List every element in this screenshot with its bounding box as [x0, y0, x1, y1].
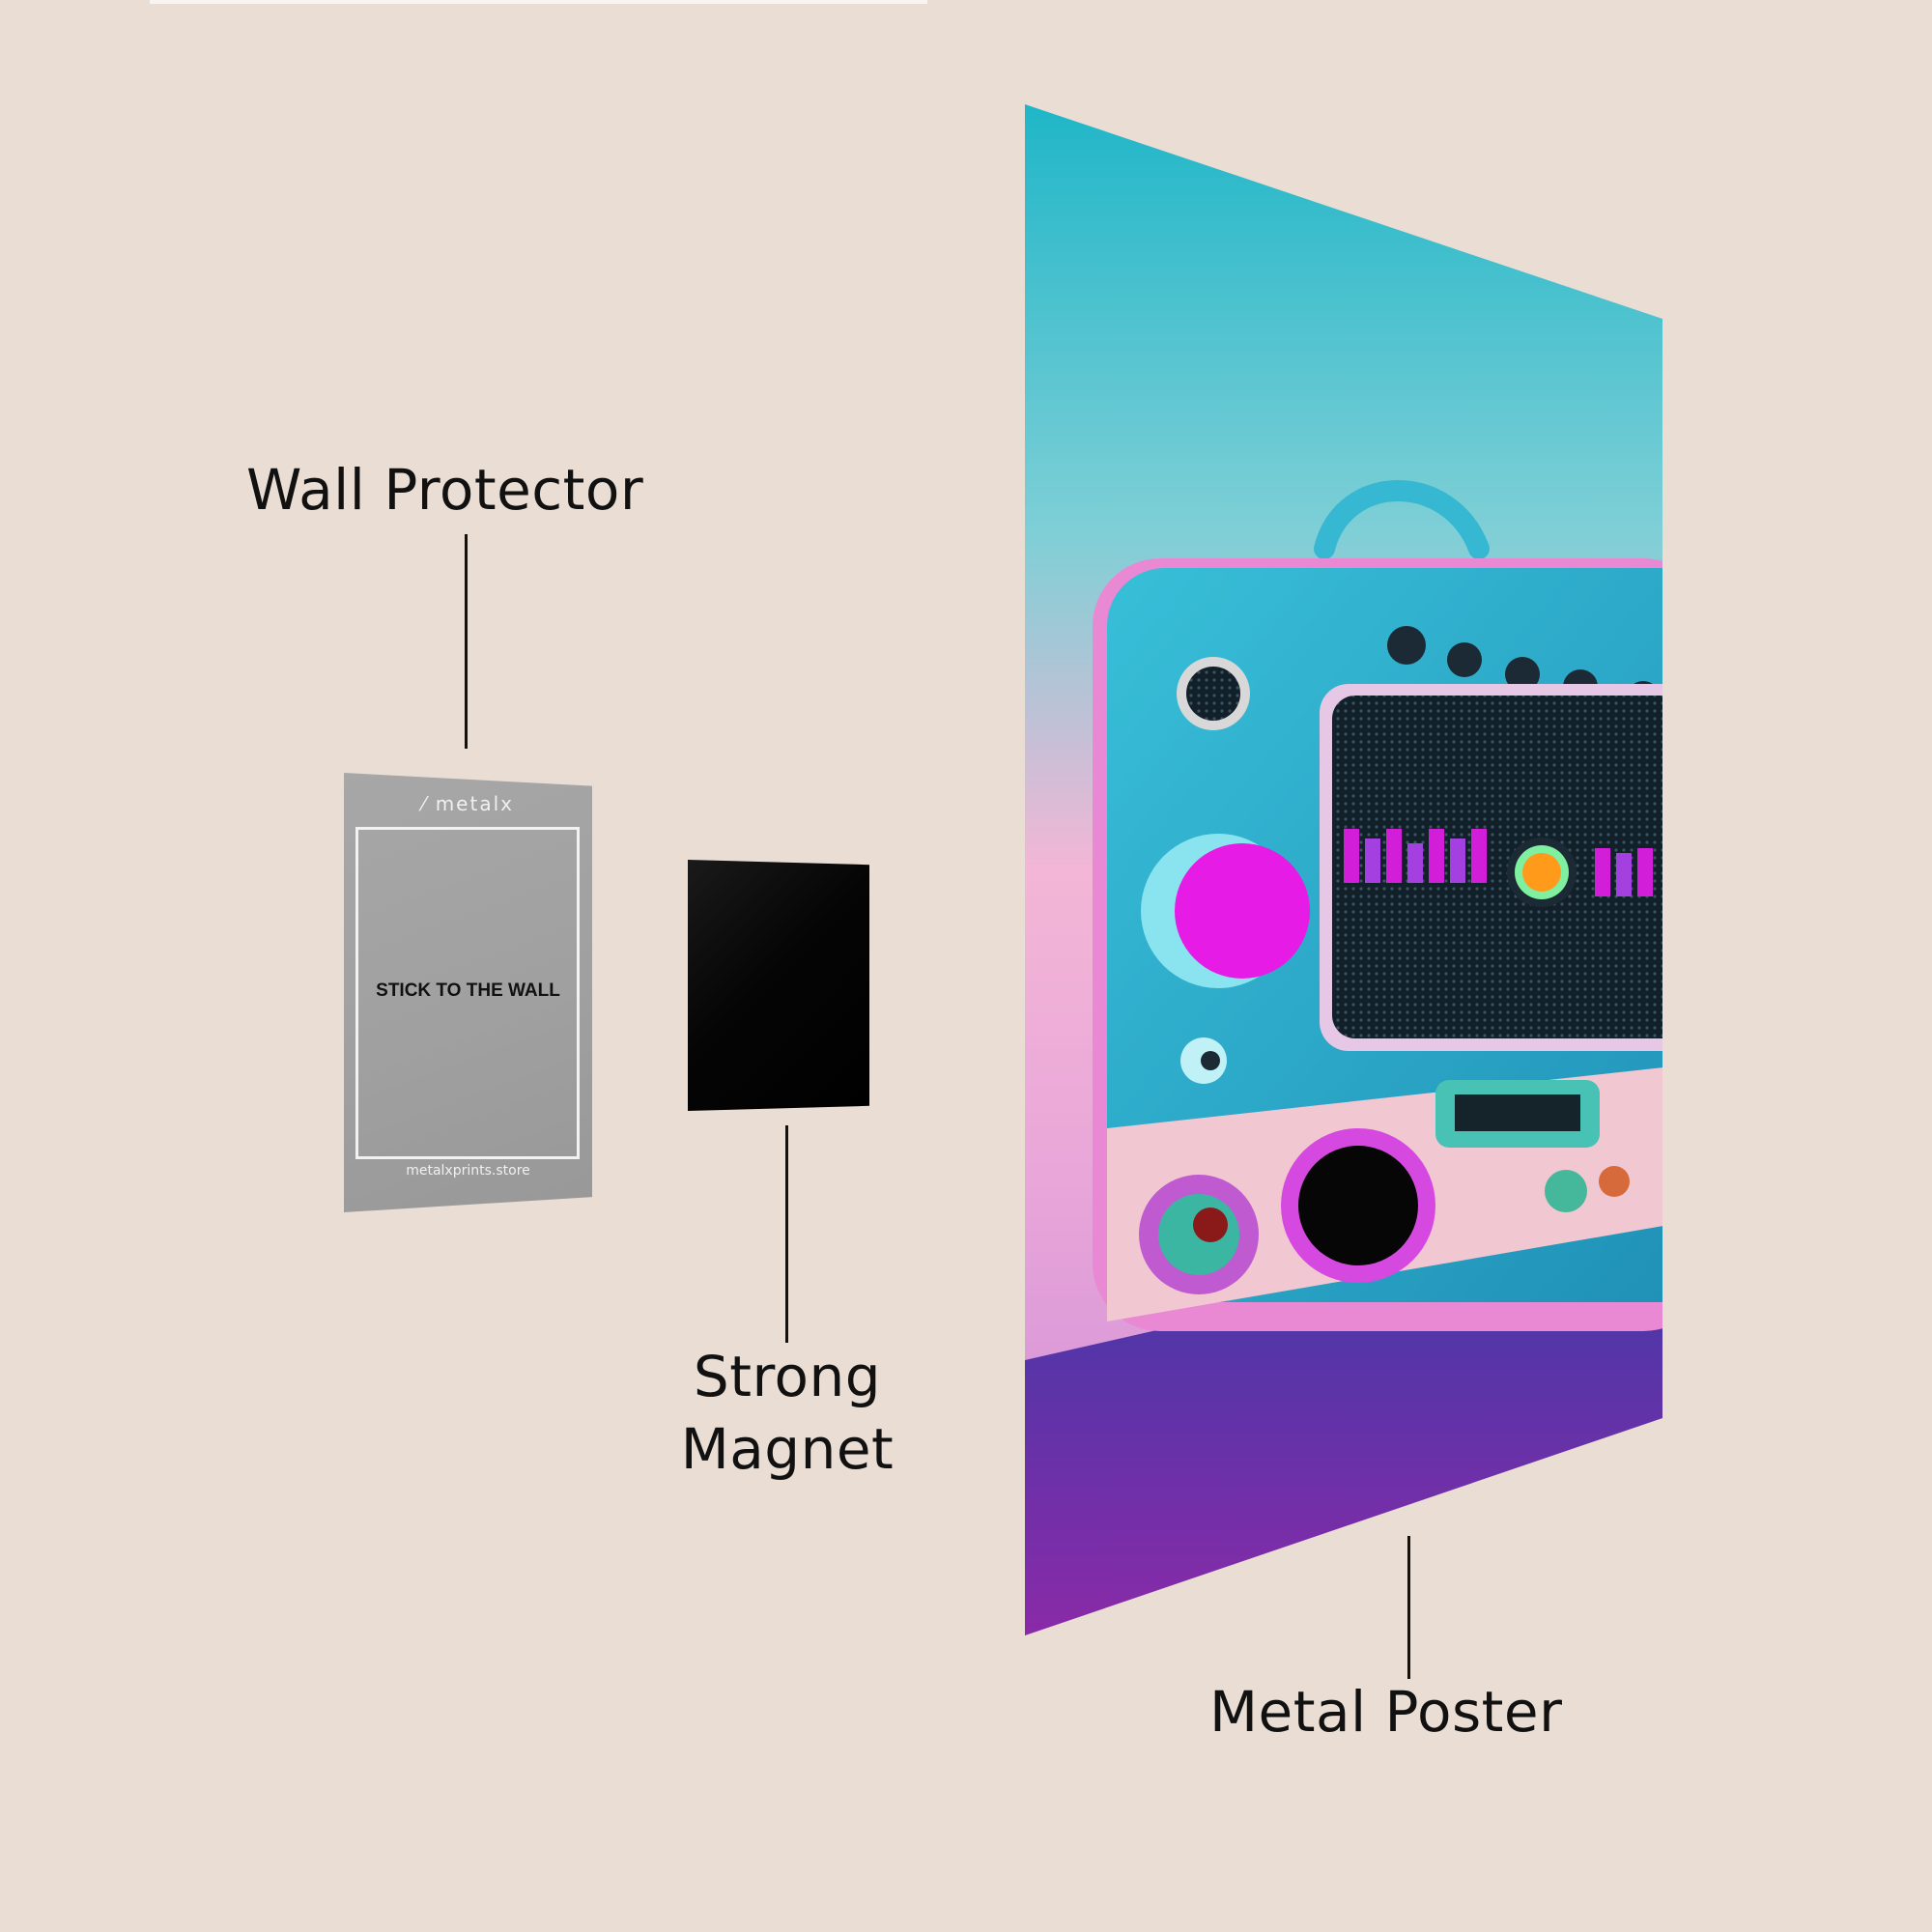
- website-text: metalxprints.store: [406, 1163, 530, 1179]
- metalx-logo-text: metalx: [435, 792, 514, 815]
- stick-to-wall-text: STICK TO THE WALL: [376, 980, 560, 1001]
- strong-magnet-label: Strong Magnet: [680, 1344, 895, 1483]
- knob-1: [1387, 626, 1426, 665]
- tuner-display: [1455, 1094, 1580, 1131]
- speaker-cone: [1298, 1146, 1418, 1265]
- wall-protector-label: Wall Protector: [246, 457, 644, 523]
- top-divider: [150, 0, 927, 4]
- speaker-grill: [1332, 696, 1662, 1038]
- metalx-logo-icon: ⁄: [422, 792, 436, 815]
- wall-protector-frame: [355, 827, 580, 1159]
- metal-poster-artwork: [1025, 104, 1662, 1635]
- strong-magnet-leader-line: [785, 1125, 788, 1343]
- metalx-logo: ⁄ metalx: [344, 792, 592, 815]
- metal-poster-leader-line: [1407, 1536, 1410, 1679]
- knob-2: [1447, 642, 1482, 677]
- metal-poster: [1025, 104, 1662, 1635]
- equalizer-bars: [1344, 829, 1653, 896]
- strong-magnet-plate: [688, 860, 869, 1111]
- knob-3: [1505, 657, 1540, 692]
- wall-protector-leader-line: [465, 534, 468, 749]
- radio-handle: [1314, 480, 1490, 559]
- wall-protector-card: ⁄ metalx STICK TO THE WALL metalxprints.…: [344, 773, 592, 1212]
- indicator-light: [1522, 853, 1561, 892]
- metal-poster-label: Metal Poster: [1209, 1679, 1563, 1745]
- big-knob: [1175, 843, 1310, 979]
